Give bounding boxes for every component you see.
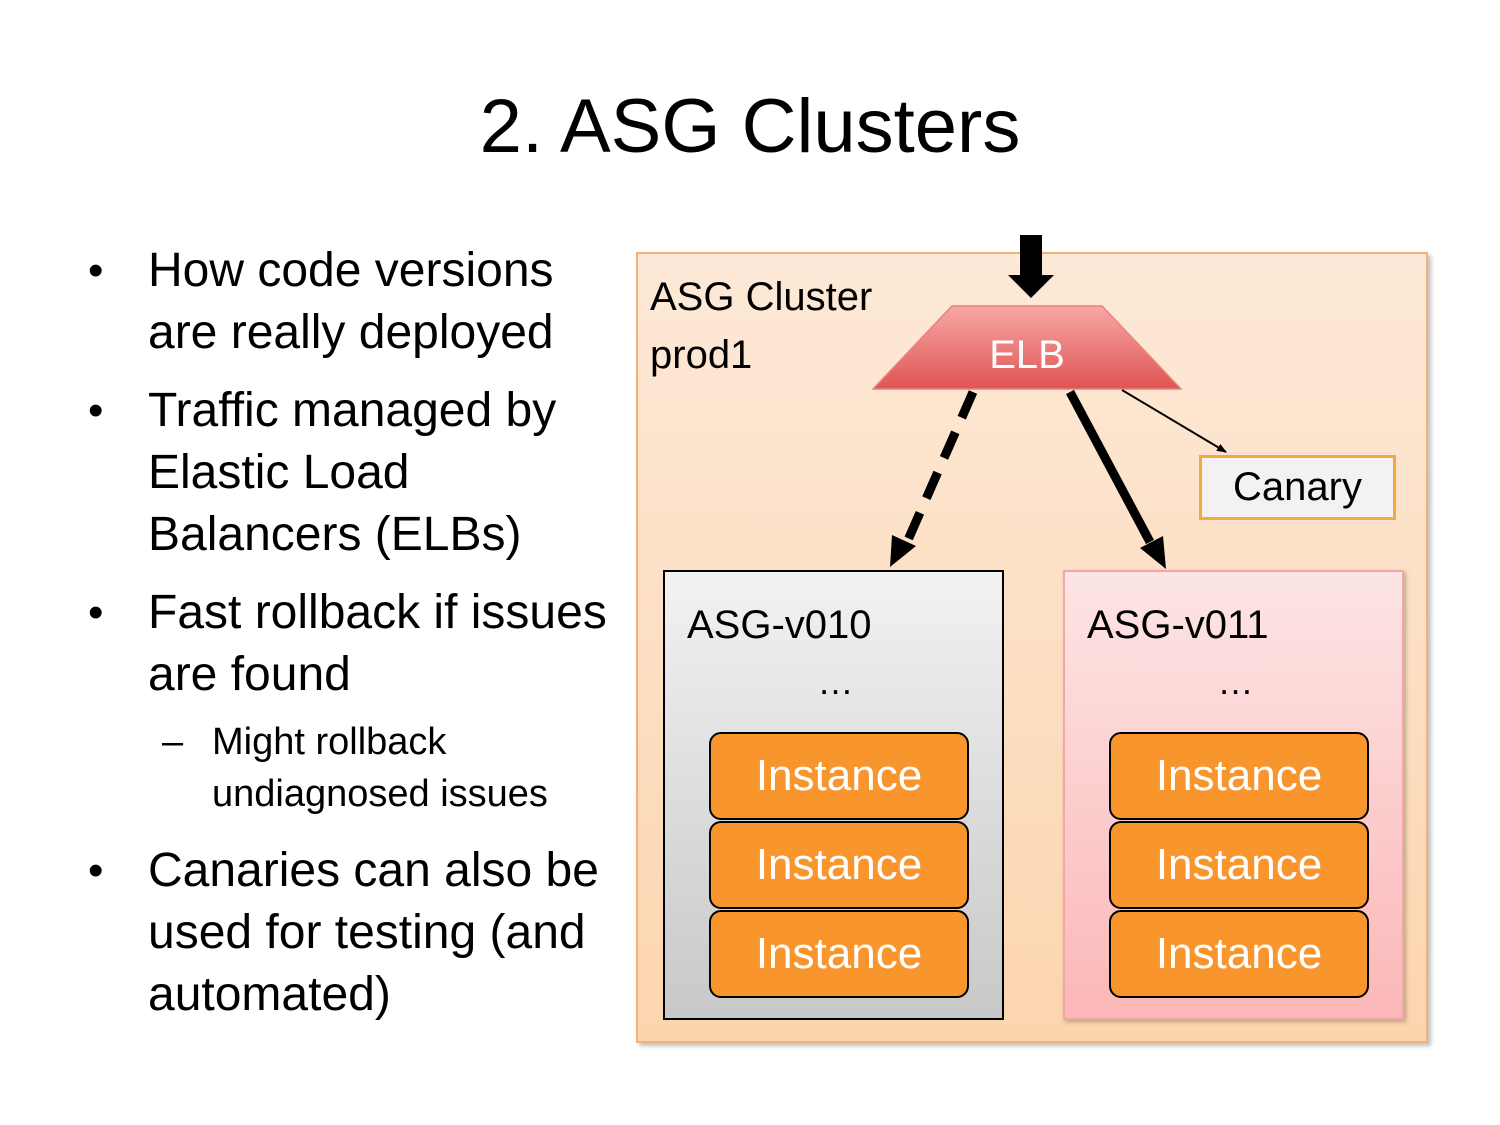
asg-v011-ellipsis: … xyxy=(1217,661,1254,702)
bullet-dot-icon: • xyxy=(88,846,104,895)
bullet-item: • Fast rollback if issues are found xyxy=(86,582,626,706)
elb-label: ELB xyxy=(989,333,1065,377)
bullet-text: How code versions are really deployed xyxy=(148,244,554,359)
sub-bullet-text: Might rollback undiagnosed issues xyxy=(212,721,548,815)
incoming-traffic-arrow-icon xyxy=(1008,235,1054,298)
instance-box: Instance xyxy=(709,910,969,998)
sub-bullet-item: – Might rollback undiagnosed issues xyxy=(86,716,626,820)
solid-arrow-to-v011-icon xyxy=(1066,389,1166,569)
instance-box: Instance xyxy=(709,821,969,909)
instance-box: Instance xyxy=(1109,821,1369,909)
bullet-text: Traffic managed by Elastic Load Balancer… xyxy=(148,384,557,561)
bullet-list: • How code versions are really deployed … xyxy=(86,240,626,1042)
asg-v010-title: ASG-v010 xyxy=(687,603,872,647)
bullet-dot-icon: • xyxy=(88,386,104,435)
instance-box: Instance xyxy=(709,732,969,820)
bullet-dot-icon: • xyxy=(88,246,104,295)
bullet-text: Fast rollback if issues are found xyxy=(148,586,607,701)
dash-icon: – xyxy=(162,721,184,763)
thin-arrow-to-canary-icon xyxy=(1121,389,1227,453)
bullet-item: • Traffic managed by Elastic Load Balanc… xyxy=(86,380,626,566)
elb-trapezoid-icon xyxy=(872,305,1182,390)
bullet-dot-icon: • xyxy=(88,588,104,637)
asg-v010-ellipsis: … xyxy=(817,661,854,702)
instance-box: Instance xyxy=(1109,732,1369,820)
bullet-item: • How code versions are really deployed xyxy=(86,240,626,364)
asg-v010-box: ASG-v010 … Instance Instance Instance xyxy=(663,570,1004,1020)
dashed-arrow-to-v010-icon xyxy=(890,390,978,567)
slide-title: 2. ASG Clusters xyxy=(479,84,1021,169)
asg-v011-title: ASG-v011 xyxy=(1087,603,1269,647)
cluster-label: ASG Cluster prod1 xyxy=(650,275,873,377)
bullet-text: Canaries can also be used for testing (a… xyxy=(148,844,599,1021)
asg-v011-box: ASG-v011 … Instance Instance Instance xyxy=(1063,570,1404,1020)
instance-box: Instance xyxy=(1109,910,1369,998)
canary-box: Canary xyxy=(1199,455,1396,520)
bullet-item: • Canaries can also be used for testing … xyxy=(86,840,626,1026)
